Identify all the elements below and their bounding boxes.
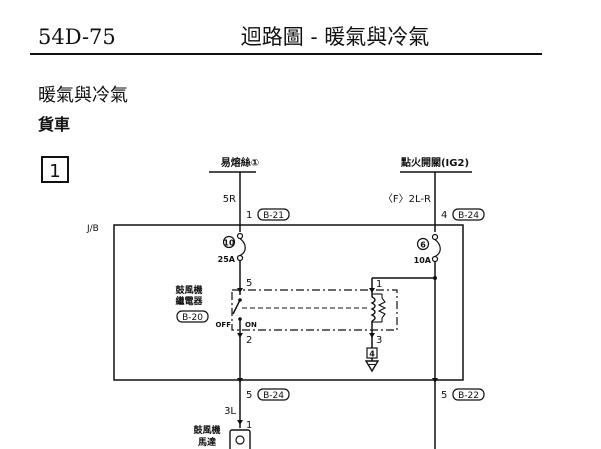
relay-coil-resistor bbox=[377, 297, 387, 319]
blower-motor-label-1: 鼓風機 bbox=[193, 424, 220, 436]
fuse-6-number-circle bbox=[416, 237, 430, 251]
relay-pin-5-marker bbox=[237, 288, 243, 293]
left-wire-color: 5R bbox=[223, 194, 236, 205]
relay-pin-3: 3 bbox=[376, 335, 382, 346]
page-code: 54D-75 bbox=[38, 25, 116, 49]
connector-b20: B-20 bbox=[182, 313, 203, 323]
relay-ground-pin: 4 bbox=[369, 350, 375, 359]
fuse-6-top-terminal bbox=[431, 233, 439, 241]
relay-coil-winding bbox=[370, 296, 376, 322]
connector-b20-badge bbox=[176, 310, 209, 323]
blower-motor-icon bbox=[229, 429, 251, 449]
blower-motor-label-2: 馬達 bbox=[197, 436, 216, 448]
blower-motor-symbol bbox=[235, 435, 245, 445]
fuse-6-bottom-terminal bbox=[431, 255, 439, 263]
fuse-6-element bbox=[434, 239, 441, 258]
left-out-pin-marker bbox=[237, 378, 243, 383]
fuse-10-element bbox=[239, 238, 246, 257]
fusible-link-label: 易熔絲① bbox=[221, 156, 259, 169]
relay-off-label: OFF bbox=[215, 321, 231, 329]
left-pin: 1 bbox=[246, 210, 252, 221]
page-title: 迴路圖 - 暖氣與冷氣 bbox=[241, 25, 429, 49]
ignition-switch-label: 點火開關(IG2) bbox=[400, 156, 469, 169]
left-out-wire-color: 3L bbox=[224, 406, 236, 417]
diagram-number: 1 bbox=[49, 161, 60, 182]
right-out-pin-marker bbox=[432, 378, 438, 383]
blower-relay-outline bbox=[231, 289, 398, 331]
fuse-6-number: 6 bbox=[420, 241, 426, 250]
fuse-10-number: 10 bbox=[223, 239, 235, 248]
relay-ground-icon bbox=[364, 360, 380, 373]
right-out-pin: 5 bbox=[441, 390, 447, 401]
fuse-10-top-terminal bbox=[236, 232, 244, 240]
relay-pin-1: 1 bbox=[376, 279, 382, 290]
connector-b24-top: B-24 bbox=[458, 211, 479, 221]
fuse-10-number-circle bbox=[222, 235, 236, 249]
relay-switch-arm bbox=[232, 299, 241, 315]
relay-on-contact bbox=[238, 317, 242, 321]
connector-b24-top-badge bbox=[452, 208, 485, 221]
right-pin: 4 bbox=[441, 210, 447, 221]
left-out-pin: 5 bbox=[246, 390, 252, 401]
connector-b22: B-22 bbox=[458, 391, 479, 401]
motor-pin-marker bbox=[237, 420, 243, 425]
junction-block-label: J/B bbox=[86, 224, 99, 234]
section-subtitle: 貨車 bbox=[38, 115, 70, 134]
coil-feed-junction bbox=[433, 276, 437, 280]
section-title: 暖氣與冷氣 bbox=[38, 85, 128, 106]
relay-pin-1-marker bbox=[369, 288, 375, 293]
connector-b24-bottom: B-24 bbox=[263, 391, 284, 401]
relay-pin-2-marker bbox=[237, 333, 243, 338]
connector-b21: B-21 bbox=[263, 211, 284, 221]
connector-b21-badge bbox=[257, 208, 290, 221]
fuse-10-rating: 25A bbox=[218, 255, 236, 264]
relay-pin-2: 2 bbox=[246, 335, 252, 346]
relay-pin-5: 5 bbox=[246, 278, 252, 289]
diagram-number-box bbox=[41, 156, 69, 183]
relay-pin-3-marker bbox=[369, 333, 375, 338]
connector-b22-badge bbox=[452, 388, 485, 401]
junction-block-outline bbox=[113, 224, 464, 381]
blower-relay-label-1: 鼓風機 bbox=[175, 284, 202, 296]
right-wire-color: 〈F〉2L-R bbox=[383, 193, 431, 205]
blower-relay-label-2: 繼電器 bbox=[175, 295, 203, 307]
connector-b24-bottom-badge bbox=[257, 388, 290, 401]
fuse-10-bottom-terminal bbox=[236, 254, 244, 262]
fuse-6-rating: 10A bbox=[414, 256, 432, 265]
relay-on-label: ON bbox=[245, 321, 257, 329]
motor-pin: 1 bbox=[246, 420, 252, 431]
